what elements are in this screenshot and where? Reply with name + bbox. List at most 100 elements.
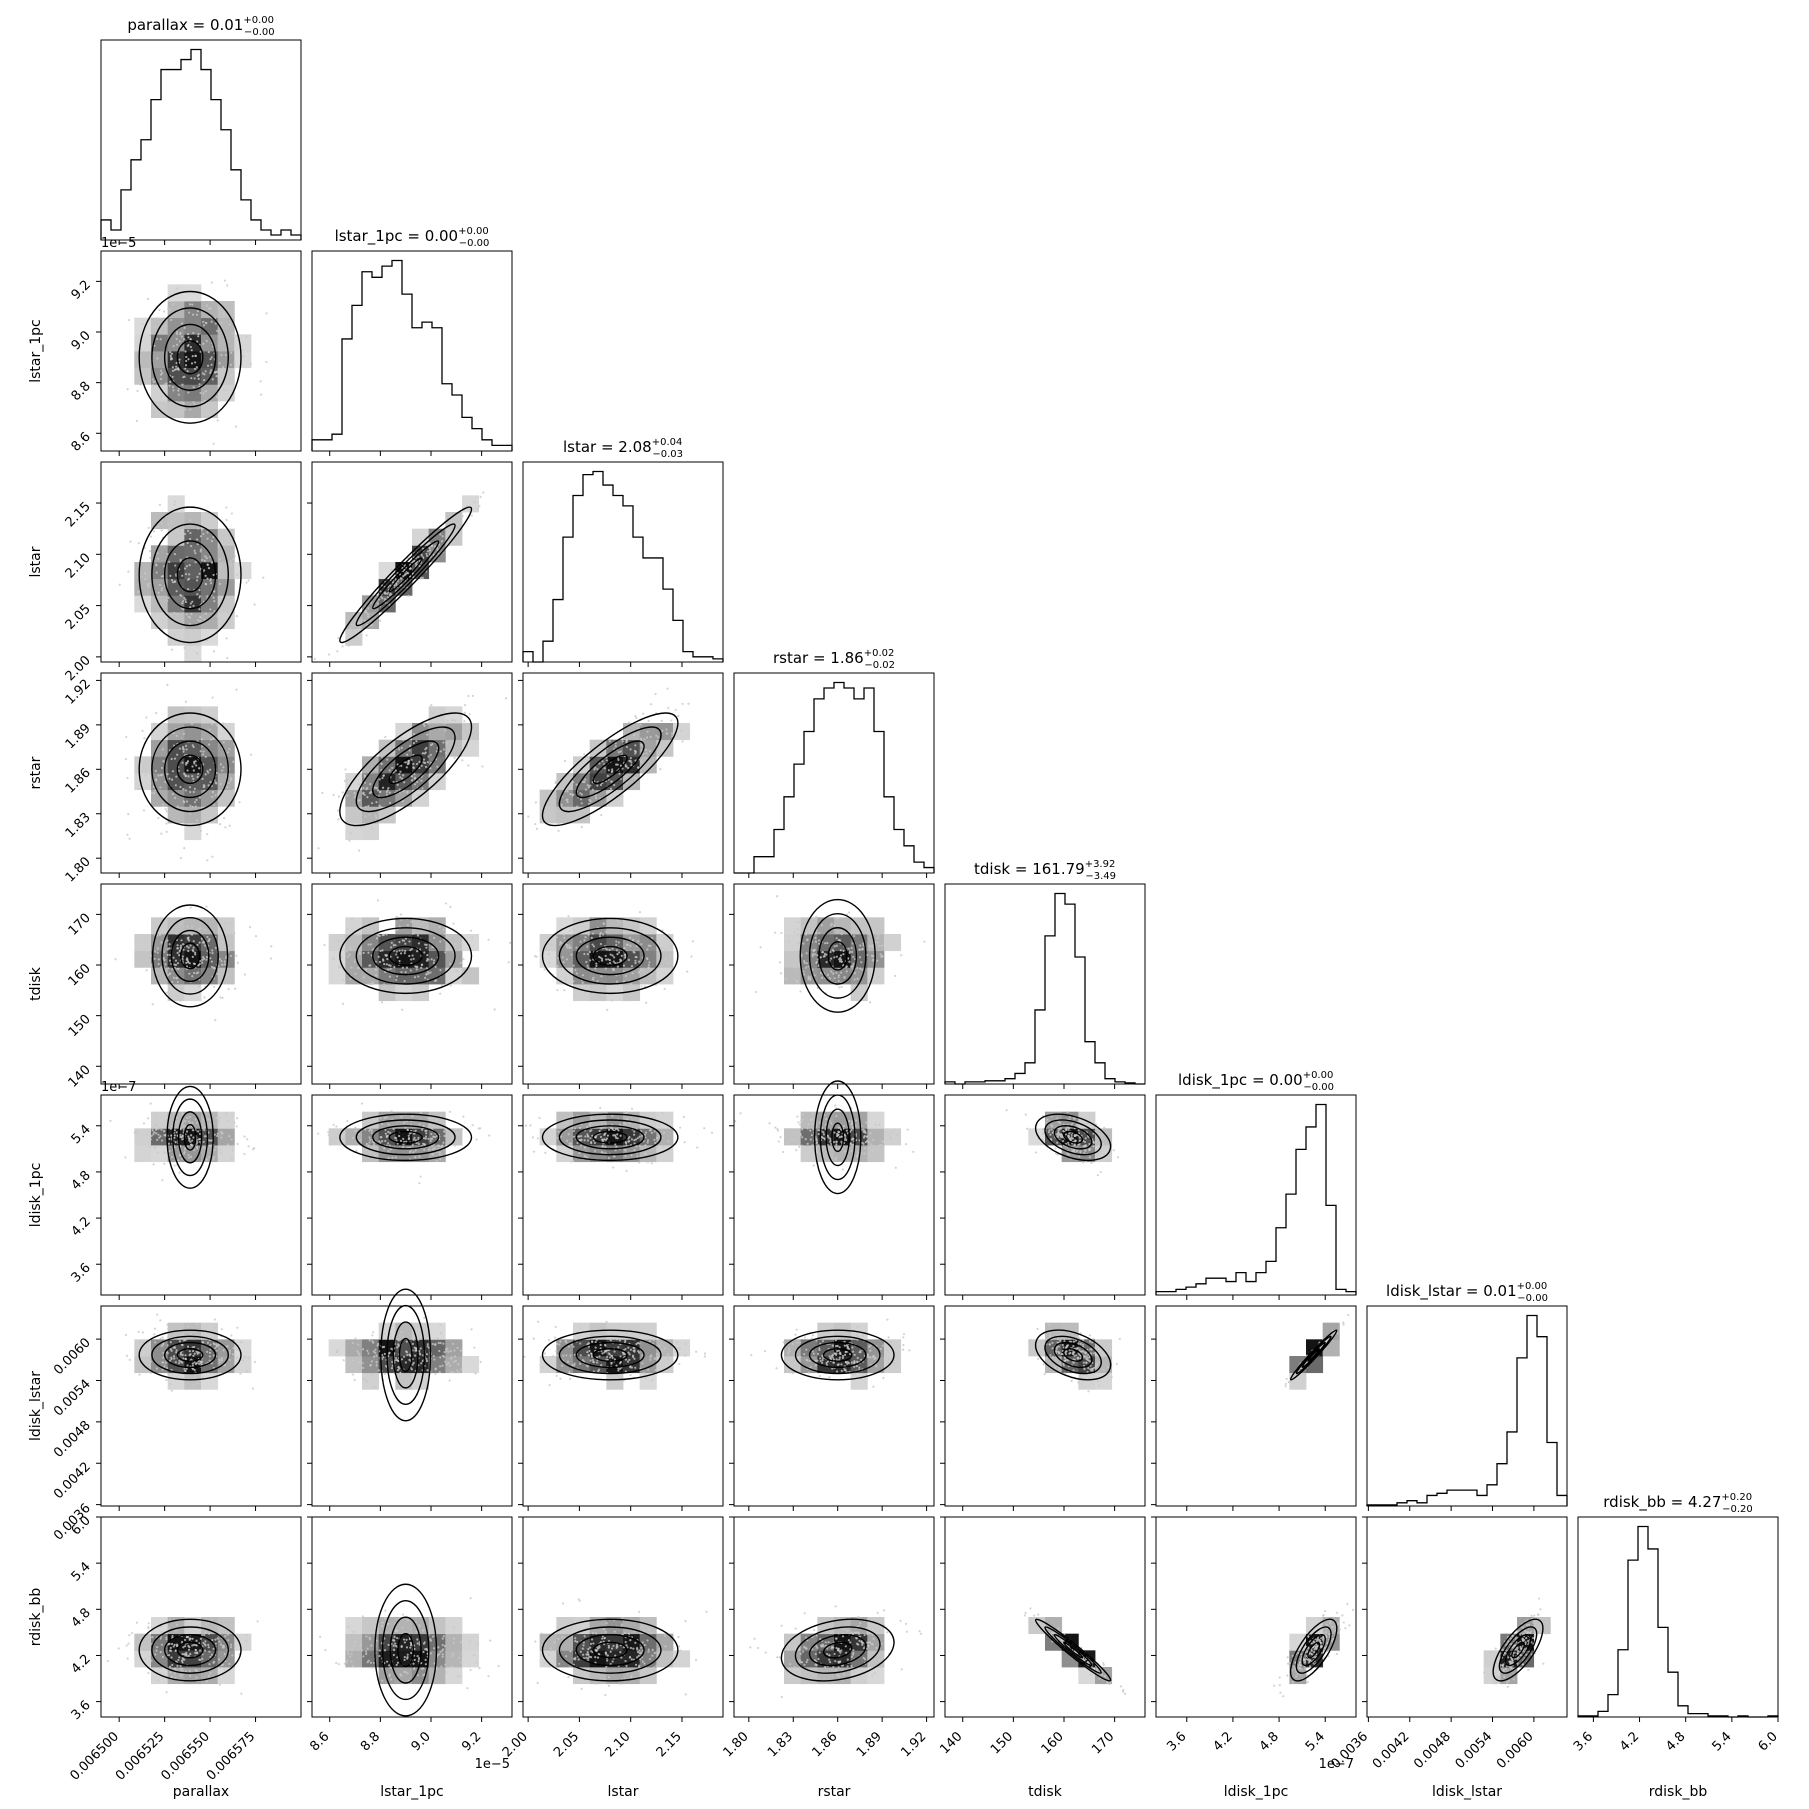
sample-point bbox=[198, 620, 202, 623]
density-cell bbox=[167, 578, 185, 596]
sample-point bbox=[218, 368, 221, 371]
sample-point bbox=[212, 1354, 215, 1357]
sample-point bbox=[796, 941, 799, 945]
sample-point bbox=[621, 740, 624, 743]
sample-point bbox=[637, 940, 640, 943]
sample-point bbox=[481, 765, 484, 768]
sample-point bbox=[175, 337, 178, 341]
sample-point bbox=[562, 933, 565, 936]
sample-point bbox=[442, 1130, 446, 1133]
sample-point bbox=[616, 965, 619, 968]
sample-point bbox=[161, 803, 165, 806]
sample-point bbox=[124, 1156, 127, 1159]
sample-point bbox=[213, 803, 216, 806]
sample-point bbox=[798, 1145, 801, 1148]
density-cell bbox=[556, 773, 574, 791]
sample-point bbox=[153, 1327, 157, 1330]
sample-point bbox=[427, 1137, 430, 1140]
sample-point bbox=[833, 1104, 837, 1107]
sample-point bbox=[871, 1150, 874, 1154]
sample-point bbox=[259, 380, 262, 383]
sample-point bbox=[896, 1358, 899, 1361]
sample-point bbox=[655, 1353, 658, 1356]
sample-point bbox=[619, 750, 622, 753]
sample-point bbox=[584, 1135, 587, 1138]
sample-point bbox=[366, 796, 369, 799]
sample-point bbox=[190, 722, 194, 725]
sample-point bbox=[245, 581, 248, 584]
sample-point bbox=[181, 747, 184, 750]
density-cell bbox=[151, 578, 169, 596]
panel-ldisk_1pc-rstar bbox=[729, 1080, 935, 1300]
sample-point bbox=[465, 504, 469, 508]
sample-point bbox=[201, 777, 204, 781]
sample-point bbox=[185, 800, 189, 803]
sample-point bbox=[402, 1355, 406, 1358]
sample-point bbox=[648, 749, 651, 753]
sample-point bbox=[563, 936, 566, 939]
sample-point bbox=[847, 911, 851, 914]
sample-point bbox=[568, 1377, 572, 1381]
sample-point bbox=[168, 947, 171, 950]
sample-point bbox=[389, 1336, 393, 1339]
sample-point bbox=[191, 303, 194, 306]
sample-point bbox=[439, 1158, 442, 1161]
sample-point bbox=[565, 1121, 568, 1125]
sample-point bbox=[572, 964, 575, 967]
sample-point bbox=[211, 696, 214, 699]
sample-point bbox=[791, 1372, 795, 1375]
sample-point bbox=[211, 790, 215, 793]
sample-point bbox=[371, 1373, 374, 1376]
contour-line bbox=[176, 557, 204, 593]
sample-point bbox=[232, 1149, 235, 1152]
sample-point bbox=[414, 1156, 417, 1159]
sample-point bbox=[1098, 1152, 1101, 1155]
sample-point bbox=[643, 985, 647, 988]
sample-point bbox=[882, 1140, 885, 1144]
sample-point bbox=[178, 1337, 181, 1341]
sample-point bbox=[197, 1360, 200, 1363]
sample-point bbox=[215, 771, 218, 774]
sample-point bbox=[1065, 1127, 1068, 1130]
sample-point bbox=[200, 528, 203, 532]
sample-point bbox=[865, 1121, 868, 1124]
sample-point bbox=[207, 350, 210, 354]
sample-point bbox=[663, 1131, 666, 1134]
sample-point bbox=[805, 962, 808, 965]
sample-point bbox=[630, 764, 633, 767]
sample-point bbox=[439, 750, 442, 753]
sample-point bbox=[571, 928, 574, 931]
sample-point bbox=[868, 944, 871, 948]
sample-point bbox=[167, 1327, 170, 1330]
sample-point bbox=[581, 974, 585, 977]
sample-point bbox=[362, 786, 365, 790]
sample-point bbox=[141, 322, 144, 325]
sample-point bbox=[807, 965, 810, 968]
sample-point bbox=[554, 1136, 557, 1140]
density-cell bbox=[217, 739, 235, 757]
sample-point bbox=[1070, 1133, 1073, 1137]
sample-point bbox=[194, 354, 197, 358]
density-cell bbox=[201, 1372, 219, 1390]
sample-point bbox=[317, 847, 320, 850]
sample-point bbox=[145, 757, 148, 760]
sample-point bbox=[377, 955, 380, 958]
sample-point bbox=[544, 1139, 547, 1142]
sample-point bbox=[144, 774, 147, 777]
sample-point bbox=[187, 577, 191, 580]
sample-point bbox=[555, 1374, 558, 1377]
sample-point bbox=[406, 790, 409, 793]
sample-point bbox=[387, 1130, 390, 1134]
panel-ldisk_1pc-parallax: 3.64.24.85.4 bbox=[69, 1085, 302, 1300]
sample-point bbox=[626, 932, 629, 935]
sample-point bbox=[378, 619, 382, 622]
sample-point bbox=[356, 1349, 359, 1353]
sample-point bbox=[624, 1154, 627, 1158]
sample-point bbox=[588, 1124, 591, 1127]
sample-point bbox=[811, 955, 814, 958]
sample-point bbox=[176, 947, 179, 950]
sample-point bbox=[185, 613, 188, 616]
sample-point bbox=[415, 740, 418, 743]
sample-point bbox=[166, 939, 169, 942]
sample-point bbox=[782, 1341, 785, 1344]
